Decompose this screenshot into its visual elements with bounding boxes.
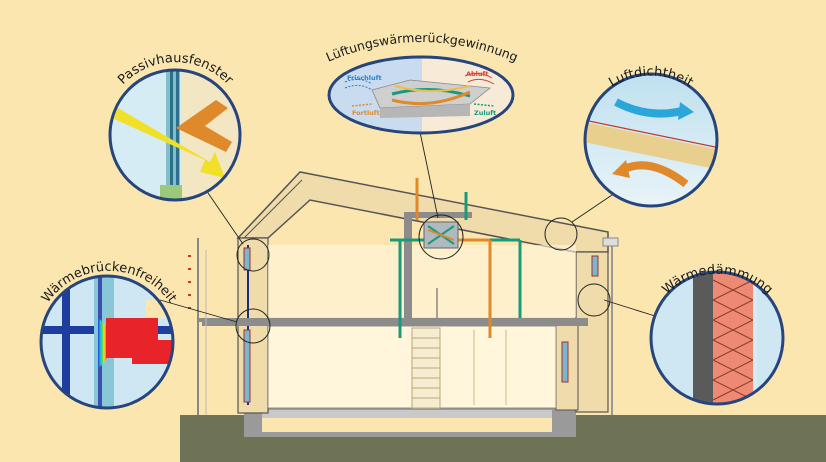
label-exhaust-air: Abluft bbox=[466, 70, 488, 78]
callout-insulation: Wärmedämmung bbox=[649, 263, 785, 406]
window-upper-left bbox=[243, 247, 251, 271]
label-outgoing-air: Fortluft bbox=[352, 109, 380, 117]
staircase bbox=[411, 327, 441, 409]
callout-rings bbox=[235, 214, 611, 344]
thermal-bridge-circle bbox=[39, 274, 175, 410]
ventilation-ducts bbox=[390, 178, 522, 338]
callout-airtightness: Luftdichtheit bbox=[583, 65, 719, 208]
label-supply-air: Zuluft bbox=[474, 109, 496, 117]
airtightness-circle bbox=[583, 72, 719, 208]
leader-lines bbox=[159, 131, 656, 323]
window-lower-left bbox=[243, 329, 251, 403]
ventilation-ellipse bbox=[327, 55, 515, 135]
drain-pipe bbox=[602, 237, 619, 415]
callout-ventilation: Frischluft Abluft Fortluft Zuluft Lüftun… bbox=[324, 30, 520, 135]
ceiling-slab bbox=[202, 318, 588, 326]
window-lower-right bbox=[561, 341, 569, 383]
callout-passive-window: Passivhausfenster bbox=[108, 51, 242, 202]
right-wall bbox=[575, 251, 609, 413]
callout-thermal-bridge: Wärmebrückenfreiheit bbox=[39, 260, 179, 410]
balcony bbox=[188, 238, 240, 415]
insulation-circle bbox=[649, 270, 785, 406]
passive-window-circle bbox=[108, 68, 242, 202]
window-upper-right bbox=[591, 255, 599, 277]
label-fresh-air: Frischluft bbox=[347, 74, 382, 82]
